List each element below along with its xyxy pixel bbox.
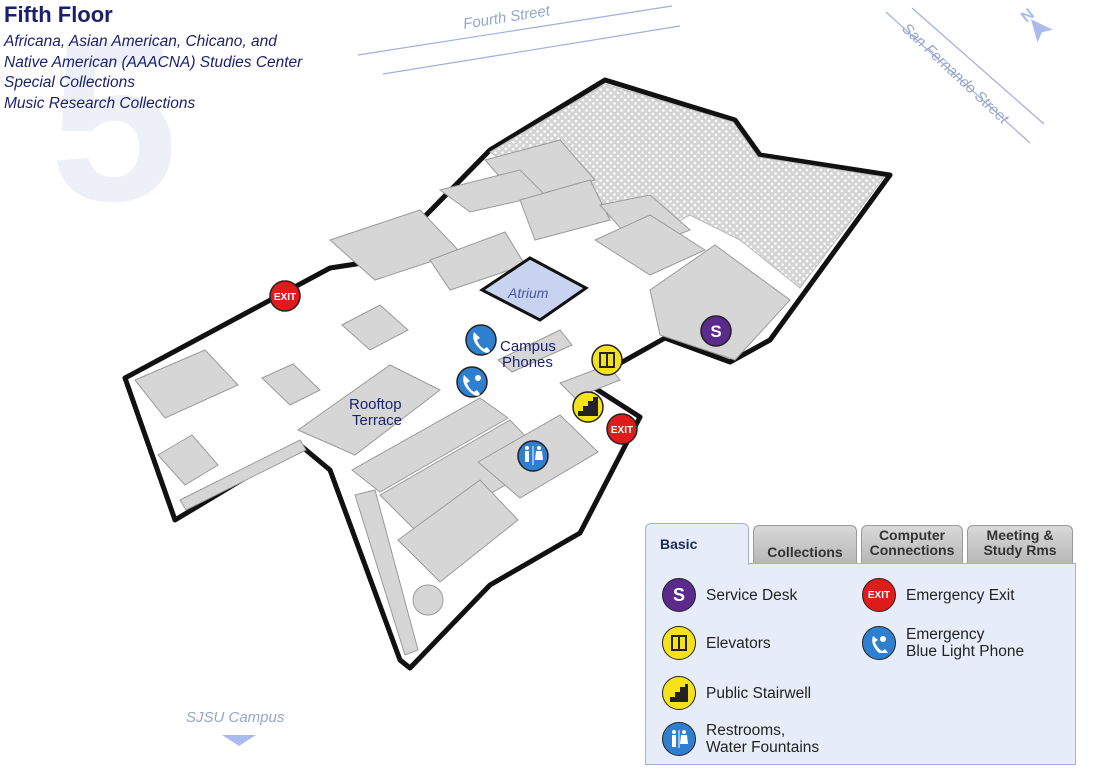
legend-item-emergency-exit: EXIT Emergency Exit [862,578,1015,612]
tab-computer-connections[interactable]: Computer Connections [861,525,963,563]
tab-computer-label-1: Computer [878,527,946,543]
floor-description: Africana, Asian American, Chicano, and N… [4,32,302,114]
restroom-icon [662,722,696,756]
tab-meeting-label-2: Study Rms [983,542,1057,558]
legend-label-line: Restrooms, [706,722,786,739]
legend-label-line: Water Fountains [706,739,820,756]
building-outline [122,77,893,671]
tab-collections-label: Collections [767,544,843,560]
floor-number-watermark: 5 [50,0,178,249]
legend-item-elevators: Elevators [662,626,771,660]
service-desk-icon-text: S [672,584,685,605]
rooms [134,139,791,656]
tab-meeting-study[interactable]: Meeting & Study Rms [967,525,1073,563]
elevator-icon [662,626,696,660]
title-block: Fifth Floor Africana, Asian American, Ch… [4,2,302,114]
legend-panel: S Service Desk EXIT Emergency Exit Eleva… [645,563,1076,765]
exit-icon-text: EXIT [274,292,296,303]
atrium-area [479,256,589,322]
description-line: Africana, Asian American, Chicano, and [4,33,277,50]
legend-label: Elevators [706,634,771,652]
street-lines [357,5,1045,144]
legend-item-restrooms: Restrooms, Water Fountains [662,722,819,756]
exit-icon[interactable]: EXIT [269,280,301,312]
service-desk-icon: S [662,578,696,612]
tab-meeting-label-1: Meeting & [986,527,1054,543]
round-feature [412,584,444,616]
campus-phones-label-1: Campus [500,338,556,355]
service-desk-icon[interactable]: S [700,315,732,347]
exit-icon: EXIT [862,578,896,612]
stairwell-icon[interactable] [572,391,604,423]
legend-label-line: Blue Light Phone [906,643,1025,660]
legend-item-blue-light-phone: Emergency Blue Light Phone [862,626,1024,660]
compass-north-icon: N [1018,6,1053,43]
restroom-icon[interactable] [517,440,549,472]
tab-collections[interactable]: Collections [753,525,857,563]
legend-item-service-desk: S Service Desk [662,578,797,612]
legend-label-line: Emergency [906,626,985,643]
description-line: Special Collections [4,74,135,91]
atrium-label: Atrium [507,285,549,301]
description-line: Music Research Collections [4,94,196,112]
description-line: Native American (AAACNA) Studies Center [4,53,303,71]
legend-label: Emergency Blue Light Phone [906,626,1024,660]
street-label-campus: SJSU Campus [186,709,285,726]
tab-basic-label: Basic [660,536,698,552]
legend-label: Emergency Exit [906,586,1015,604]
legend-label: Service Desk [706,586,798,604]
legend-label: Restrooms, Water Fountains [706,722,819,756]
legend: Basic Collections Computer Connections M… [645,523,1076,765]
tab-basic[interactable]: Basic [645,523,749,565]
rooftop-terrace-label-2: Terrace [352,412,402,429]
page-title: Fifth Floor [4,2,113,27]
stairwell-icon [662,676,696,710]
elevator-icon[interactable] [591,344,623,376]
campus-phone-icon[interactable] [465,324,497,356]
exit-icon[interactable]: EXIT [606,413,638,445]
service-desk-icon-text: S [710,322,721,341]
rooftop-terrace-label-1: Rooftop [349,396,402,413]
campus-direction-arrow-icon [222,735,256,746]
exit-icon-text: EXIT [611,425,633,436]
blue-light-phone-icon[interactable] [456,366,488,398]
blue-light-phone-icon [862,626,896,660]
campus-phones-label-2: Phones [502,354,553,371]
legend-label: Public Stairwell [706,684,812,702]
exit-icon-text: EXIT [867,589,891,601]
legend-item-stairwell: Public Stairwell [662,676,811,710]
tab-computer-label-2: Connections [869,542,955,558]
